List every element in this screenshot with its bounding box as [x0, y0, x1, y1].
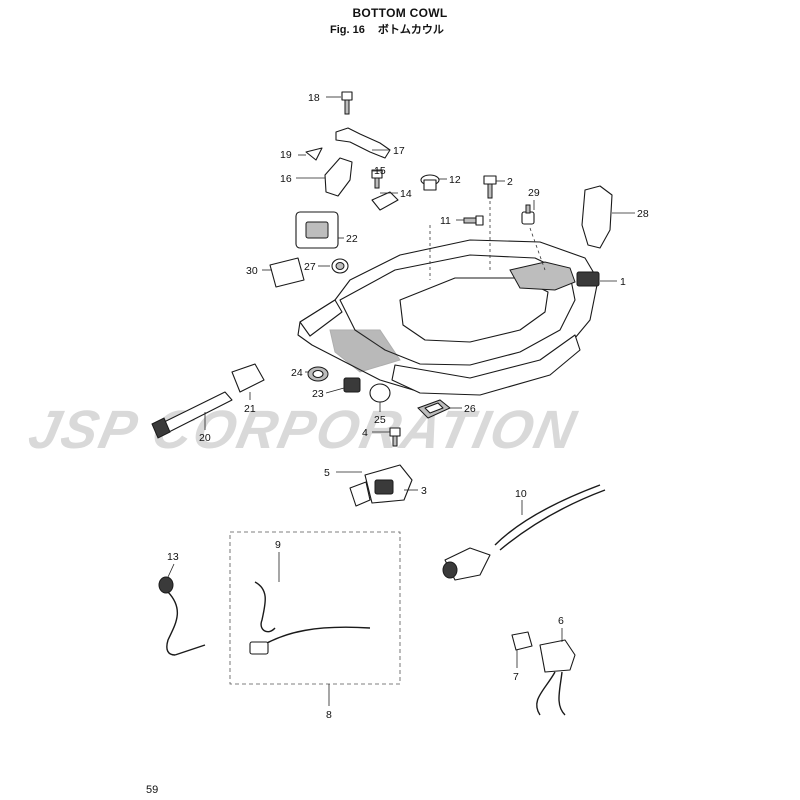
callout-13: 13 — [167, 551, 179, 563]
callout-7: 7 — [513, 671, 519, 683]
clamp-23 — [343, 377, 361, 393]
leader-lines — [167, 96, 635, 706]
figure-title-japanese: ボトムカウル — [377, 24, 444, 36]
screw-18 — [341, 91, 353, 115]
callout-23: 23 — [312, 388, 324, 400]
callout-15: 15 — [374, 165, 386, 177]
screw-15 — [371, 169, 383, 189]
callout-3: 3 — [421, 485, 427, 497]
callout-19: 19 — [280, 149, 292, 161]
diagram-title: BOTTOM COWL — [352, 6, 448, 20]
bracket-17 — [335, 127, 391, 159]
callout-17: 17 — [393, 145, 405, 157]
cap-25 — [369, 383, 391, 403]
holder-16 — [324, 157, 353, 197]
callout-12: 12 — [449, 174, 461, 186]
bracket-5 — [349, 481, 371, 507]
callout-18: 18 — [308, 92, 320, 104]
figure-number: Fig. 16 — [330, 24, 365, 36]
callout-9: 9 — [275, 539, 281, 551]
callout-28: 28 — [637, 208, 649, 220]
assembly-group-box-8 — [229, 531, 401, 685]
callout-30: 30 — [246, 265, 258, 277]
handle-20 — [151, 391, 233, 439]
clip-7 — [511, 631, 533, 651]
grommet-12 — [420, 174, 440, 191]
callout-10: 10 — [515, 488, 527, 500]
callout-22: 22 — [346, 233, 358, 245]
callout-14: 14 — [400, 188, 412, 200]
grommet-22 — [295, 211, 339, 249]
callout-20: 20 — [199, 432, 211, 444]
page-number: 59 — [146, 784, 159, 796]
switch-6 — [536, 639, 576, 716]
callout-11: 11 — [440, 215, 451, 227]
grommet-24 — [307, 366, 329, 382]
figure-caption: Fig. 16 ボトムカウル — [330, 21, 444, 37]
callout-16: 16 — [280, 173, 292, 185]
callout-8: 8 — [326, 709, 332, 721]
callout-5: 5 — [324, 467, 330, 479]
callout-25: 25 — [374, 414, 386, 426]
sheet-30 — [269, 257, 305, 288]
callout-27: 27 — [304, 261, 316, 273]
switch-3 — [364, 464, 413, 504]
bottom-cowl-body — [297, 195, 600, 396]
stop-switch-lanyard-9 — [249, 581, 371, 655]
callout-29: 29 — [528, 187, 540, 199]
screw-4 — [389, 427, 401, 447]
plate-14 — [371, 191, 399, 211]
callout-24: 24 — [291, 367, 303, 379]
callout-labels: 18 17 19 16 15 14 12 2 11 29 28 22 30 27… — [167, 92, 649, 721]
lever-28 — [581, 185, 613, 249]
bolt-2 — [483, 175, 497, 199]
wiring-harness-10 — [442, 484, 606, 581]
bushing-27 — [331, 258, 349, 274]
grommet-26 — [417, 399, 451, 419]
fitting-29 — [521, 204, 535, 225]
callout-1: 1 — [620, 276, 626, 288]
callout-4: 4 — [362, 427, 368, 439]
knob-21 — [231, 363, 265, 393]
lead-wire-13 — [158, 576, 206, 656]
screw-11 — [463, 215, 484, 226]
callout-26: 26 — [464, 403, 476, 415]
callout-2: 2 — [507, 176, 513, 188]
callout-21: 21 — [244, 403, 256, 415]
clip-19 — [305, 147, 323, 161]
callout-6: 6 — [558, 615, 564, 627]
